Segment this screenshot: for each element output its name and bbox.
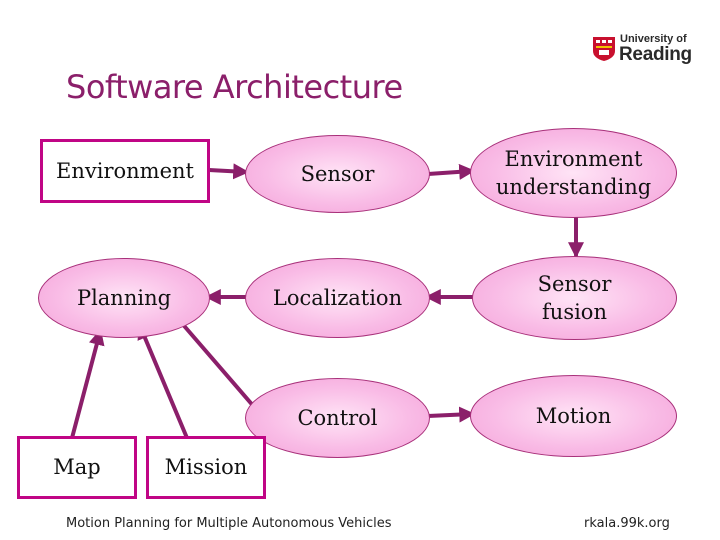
node-sensor-fusion: Sensor fusion: [472, 256, 677, 340]
logo-line-1: University of: [620, 33, 687, 45]
node-sensor: Sensor: [245, 135, 430, 213]
node-environment: Environment: [40, 139, 210, 203]
node-localization: Localization: [245, 258, 430, 338]
arrow-sensor-to-understanding: [426, 163, 476, 180]
arrow-planning-to-control: [171, 311, 265, 419]
slide-title: Software Architecture: [66, 68, 403, 106]
node-control: Control: [245, 378, 430, 458]
footer-right: rkala.99k.org: [584, 516, 670, 531]
logo-line-2: Reading: [619, 44, 692, 65]
arrow-control-to-motion: [426, 406, 476, 423]
node-map: Map: [17, 436, 137, 499]
crest-icon: [593, 37, 615, 61]
node-motion: Motion: [470, 375, 677, 457]
arrow-environment-to-sensor: [207, 163, 250, 180]
arrow-map-to-planning: [70, 328, 105, 440]
node-planning: Planning: [38, 258, 210, 338]
arrow-mission-to-planning: [137, 323, 189, 440]
node-environment-understanding: Environment understanding: [470, 128, 677, 218]
university-logo: University of Reading: [590, 32, 692, 66]
footer-left: Motion Planning for Multiple Autonomous …: [66, 516, 392, 531]
node-mission: Mission: [146, 436, 266, 499]
